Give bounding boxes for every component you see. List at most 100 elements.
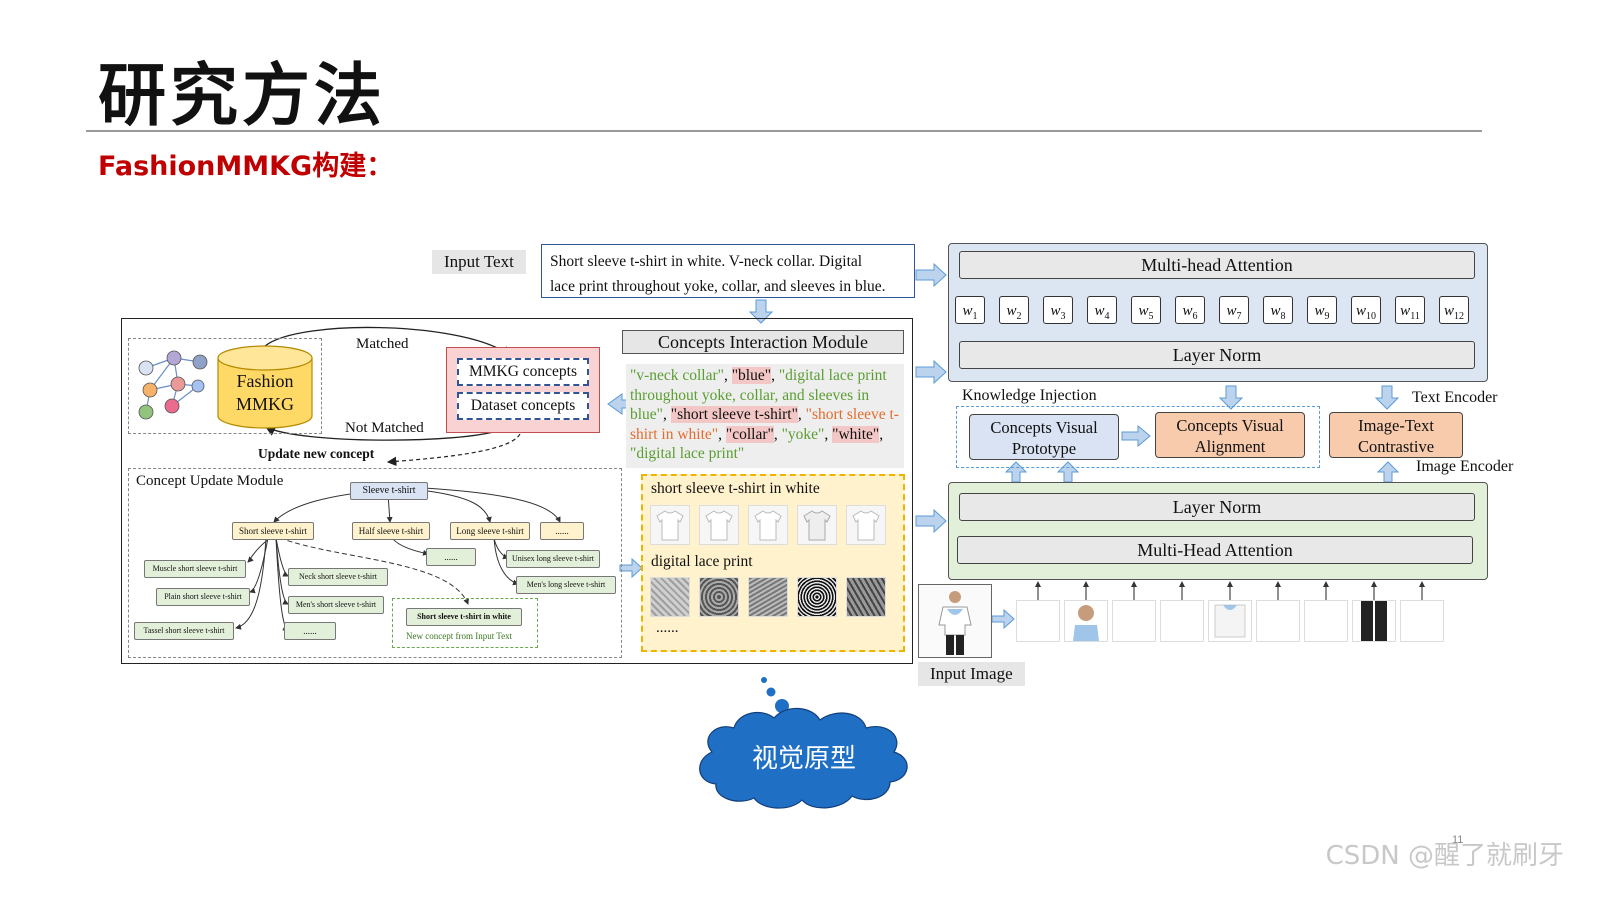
cum-title: Concept Update Module [136,473,284,489]
arrow-cim-to-encoder [915,359,947,385]
weight-symbol: w [1182,303,1193,319]
weight-symbol: w [1270,303,1281,319]
node-short-more: ...... [284,622,336,640]
weight-index: 9 [1324,311,1330,322]
knowledge-injection-box [956,406,1320,468]
image-text-contrastive: Image-Text Contrastive [1329,412,1463,458]
title-divider [86,130,1482,132]
not-matched-label: Not Matched [345,420,424,436]
weight-index: 3 [1060,311,1066,322]
concept-item: "white" [832,425,880,443]
concepts-pink-box: MMKG concepts Dataset concepts [446,347,600,433]
concepts-list: "v-neck collar", "blue", "digital lace p… [626,364,904,468]
lace-image-4 [797,577,837,617]
concept-item: "yoke" [781,425,825,443]
weight-symbol: w [1094,303,1105,319]
lace-image-2 [699,577,739,617]
node-muscle: Muscle short sleeve t-shirt [144,560,246,578]
weight-index: 8 [1280,311,1286,322]
thought-bubbles [761,677,789,713]
input-image [918,584,992,658]
slide-title: 研究方法 [98,57,387,136]
mha-bottom: Multi-Head Attention [957,536,1473,564]
input-text-box: Short sleeve t-shirt in white. V-neck co… [541,244,915,298]
weight-symbol: w [1006,303,1017,319]
weight-symbol: w [962,303,973,319]
layer-norm-top: Layer Norm [959,341,1475,369]
concept-item: , [879,425,884,443]
concept-item: "collar" [725,425,774,443]
node-unisex-long: Unisex long sleeve t-shirt [506,550,600,568]
concept-item: , [773,425,782,443]
image-patch [1400,600,1444,642]
image-patch [1064,600,1108,642]
input-text-line-2: lace print throughout yoke, collar, and … [550,278,886,295]
node-short-sleeve: Short sleeve t-shirt [232,522,314,540]
dataset-concepts-box: Dataset concepts [457,392,589,420]
node-half-sleeve: Half sleeve t-shirt [352,522,430,540]
weight-index: 5 [1148,311,1154,322]
weight-box-8: w8 [1263,296,1293,324]
weight-symbol: w [1226,303,1237,319]
text-encoder-label: Text Encoder [1412,389,1498,406]
csdn-watermark: CSDN @醒了就刷牙 [1325,841,1564,871]
slide-subtitle: FashionMMKG构建： [98,151,394,182]
weight-box-9: w9 [1307,296,1337,324]
tshirt-image-5 [846,505,886,545]
database-icon [217,345,313,429]
weight-index: 12 [1454,311,1464,322]
fashion-mmkg-line2: MMKG [235,394,294,414]
weight-box-1: w1 [955,296,985,324]
image-encoder-label: Image Encoder [1416,458,1514,475]
concept-update-dashed-box [128,468,622,658]
tshirt-image-4 [797,505,837,545]
concept-item: "v-neck collar" [630,367,724,384]
cim-title: Concepts Interaction Module [622,330,904,354]
concept-item: , [663,406,671,423]
cloud-shape [699,707,908,809]
arrow-text-to-encoder [915,262,947,288]
kg-dashed-box [128,338,322,434]
tshirt-image-2 [699,505,739,545]
input-image-label: Input Image [918,662,1025,686]
weight-box-10: w10 [1351,296,1381,324]
kg-nodes [138,350,208,420]
concept-item: "digital lace print throughout yoke, col… [630,367,887,423]
weight-box-4: w4 [1087,296,1117,324]
weight-index: 6 [1192,311,1198,322]
visual-prototype-box [641,474,905,652]
weight-box-7: w7 [1219,296,1249,324]
concept-item: , [718,425,726,443]
node-neck: Neck short sleeve t-shirt [288,568,388,586]
arrow-proto-to-encoder [915,508,947,534]
arrow-enc-to-itc [1376,461,1400,483]
concept-item: , [797,406,806,423]
left-panel [121,318,913,664]
image-patch [1304,600,1348,642]
weight-symbol: w [1050,303,1061,319]
fashion-mmkg-label: Fashion MMKG [232,370,298,416]
concept-item: , [723,367,732,384]
image-patch [1208,600,1252,642]
mmkg-concepts-box: MMKG concepts [457,358,589,386]
node-half-more: ...... [426,548,476,566]
arrow-img-to-patches [991,608,1015,630]
weight-box-5: w5 [1131,296,1161,324]
concept-item: , [824,425,833,443]
node-plain: Plain short sleeve t-shirt [156,588,250,606]
weight-index: 1 [972,311,978,322]
concepts-visual-prototype: Concepts Visual Prototype [969,414,1119,460]
mha-top: Multi-head Attention [959,251,1475,279]
lace-image-1 [650,577,690,617]
update-concept-arrow [386,433,521,467]
weight-index: 10 [1366,311,1376,322]
concepts-visual-alignment: Concepts Visual Alignment [1155,412,1305,458]
tshirt-image-3 [748,505,788,545]
weight-index: 7 [1236,311,1242,322]
arrow-cvp-to-cva [1121,424,1151,448]
image-patch [1160,600,1204,642]
concept-item: "digital lace print" [630,445,745,462]
weight-box-2: w2 [999,296,1029,324]
fashion-mmkg-line1: Fashion [236,371,294,391]
